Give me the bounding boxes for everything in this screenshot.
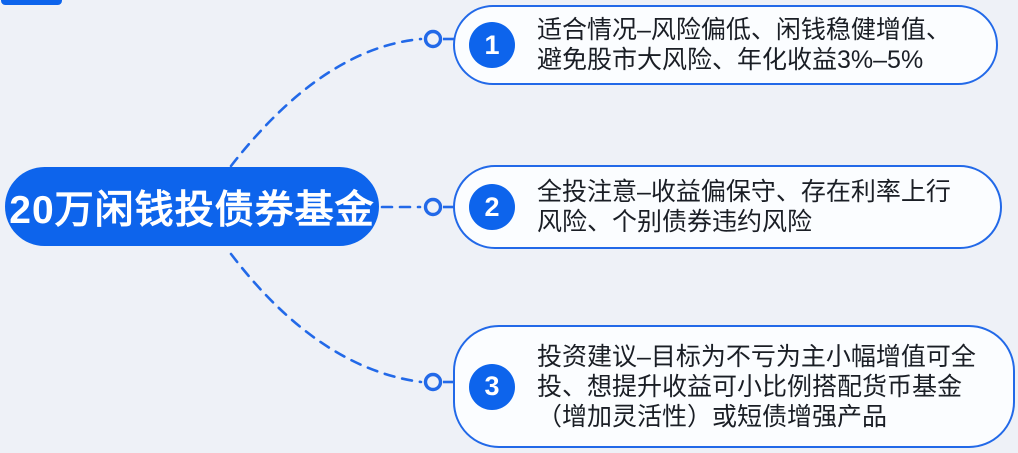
branch-text-3-line-1: 投资建议–目标为不亏为主小幅增值可全 (537, 342, 976, 371)
branch-text-1-line-1: 适合情况–风险偏低、闲钱稳健增值、 (537, 16, 951, 44)
branch-curve-1 (229, 37, 423, 168)
cropped-corner-element (1, 0, 62, 5)
root-node: 20万闲钱投债券基金 (5, 167, 379, 246)
branch-text-3-line-2: 投、想提升收益可小比例搭配货币基金 (537, 372, 963, 401)
connector-ring-3 (423, 372, 443, 392)
branch-text-2: 全投注意–收益偏保守、存在利率上行 风险、个别债券违约风险 (537, 177, 951, 237)
branch-number-badge-3: 3 (469, 363, 515, 410)
branch-box-1: 1 适合情况–风险偏低、闲钱稳健增值、 避免股市大风险、年化收益3%–5% (453, 5, 998, 85)
branch-box-2: 2 全投注意–收益偏保守、存在利率上行 风险、个别债券违约风险 (453, 165, 1002, 249)
branch-text-2-line-1: 全投注意–收益偏保守、存在利率上行 (537, 178, 951, 206)
branch-text-1: 适合情况–风险偏低、闲钱稳健增值、 避免股市大风险、年化收益3%–5% (537, 15, 951, 75)
branch-number-badge-2: 2 (469, 184, 515, 230)
branch-box-3: 3 投资建议–目标为不亏为主小幅增值可全 投、想提升收益可小比例搭配货币基金 （… (453, 325, 1015, 448)
branch-number-badge-1: 1 (469, 22, 515, 68)
branch-text-1-line-2: 避免股市大风险、年化收益3%–5% (537, 46, 924, 74)
branch-text-3-line-3: （增加灵活性）或短债增强产品 (537, 402, 888, 431)
branch-curve-3 (229, 252, 423, 384)
root-node-label: 20万闲钱投债券基金 (9, 188, 375, 232)
connector-ring-1 (423, 29, 443, 49)
branch-text-3: 投资建议–目标为不亏为主小幅增值可全 投、想提升收益可小比例搭配货币基金 （增加… (537, 342, 976, 432)
connector-ring-2 (423, 197, 443, 217)
branch-text-2-line-2: 风险、个别债券违约风险 (537, 208, 813, 236)
